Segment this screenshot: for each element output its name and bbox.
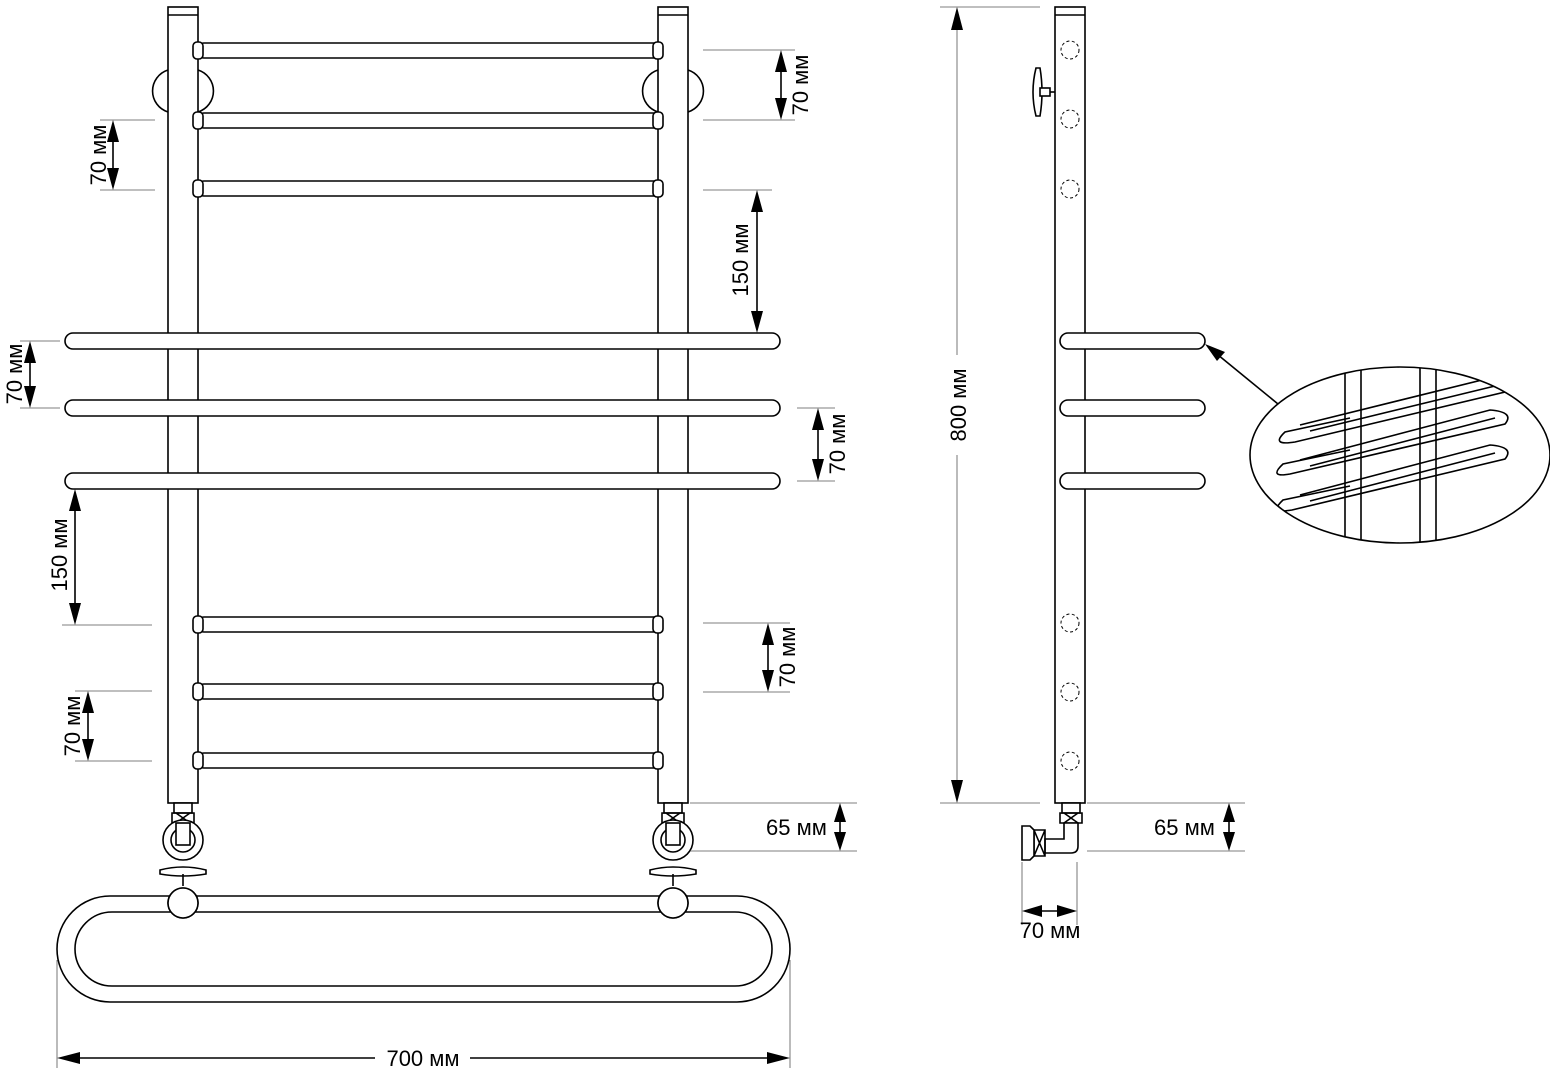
dim-label: 70 мм xyxy=(788,55,813,116)
dim-side-height: 800 мм xyxy=(940,6,1040,804)
side-connection-fitting xyxy=(1021,802,1083,861)
upper-rungs xyxy=(192,41,664,198)
shelf-rungs xyxy=(64,332,781,490)
dim-label: 65 мм xyxy=(1154,815,1215,840)
dim-label: 65 мм xyxy=(766,815,827,840)
dim-label: 70 мм xyxy=(2,344,27,405)
dim-label: 70 мм xyxy=(60,696,85,757)
dim-front-top-right: 70 мм xyxy=(703,49,813,121)
right-wall-bracket xyxy=(641,69,659,113)
dim-label: 70 мм xyxy=(825,414,850,475)
dim-label: 150 мм xyxy=(728,223,753,296)
lower-rungs xyxy=(192,615,664,770)
dim-front-shelf-left: 70 мм xyxy=(2,340,60,409)
dim-front-bottom-right: 70 мм xyxy=(703,622,800,693)
hidden-rung-ends xyxy=(1060,40,1080,771)
dim-front-bottom-left: 70 мм xyxy=(60,690,152,762)
dim-label: 70 мм xyxy=(86,125,111,186)
dim-label: 800 мм xyxy=(946,368,971,441)
front-view: 70 мм 70 мм 150 мм 70 мм xyxy=(2,6,857,1071)
dim-front-connection: 65 мм xyxy=(690,802,857,852)
plan-view-loop xyxy=(56,887,791,1003)
dim-label: 150 мм xyxy=(47,518,72,591)
dim-front-shelf-right: 70 мм xyxy=(797,407,850,482)
dim-label: 70 мм xyxy=(1020,918,1081,943)
detail-callout xyxy=(1249,366,1550,544)
side-view: 800 мм 65 мм 70 мм xyxy=(940,6,1279,943)
dim-label: 700 мм xyxy=(386,1046,459,1071)
detail-leader xyxy=(1205,344,1279,405)
side-shelf-rungs xyxy=(1059,332,1206,490)
dim-front-gap-lower: 150 мм xyxy=(47,489,152,626)
dim-overall-width: 700 мм xyxy=(56,960,791,1071)
left-wall-bracket xyxy=(151,69,169,113)
dim-front-gap-upper: 150 мм xyxy=(703,189,772,333)
dim-side-wall-offset: 70 мм xyxy=(1020,862,1081,943)
dim-label: 70 мм xyxy=(775,627,800,688)
dim-side-connection: 65 мм xyxy=(1087,802,1245,852)
side-wall-bracket xyxy=(1032,67,1055,117)
dim-front-top-left: 70 мм xyxy=(86,119,155,191)
